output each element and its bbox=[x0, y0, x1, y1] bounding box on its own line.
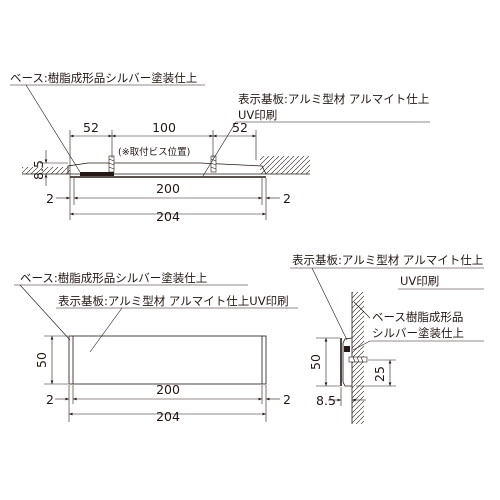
side-clip bbox=[344, 346, 350, 352]
dim-100: 100 bbox=[152, 120, 176, 135]
plate-dark-section bbox=[80, 172, 114, 176]
front-dim-200: 200 bbox=[156, 382, 180, 397]
front-label-plate: 表示基板:アルミ型材 アルマイト仕上UV印刷 bbox=[58, 294, 289, 308]
leader-line bbox=[19, 284, 71, 341]
side-dim-25: 25 bbox=[372, 366, 387, 382]
wall-hatch-right bbox=[260, 156, 310, 174]
dim-52-left: 52 bbox=[83, 120, 99, 135]
front-dim-204: 204 bbox=[156, 409, 180, 424]
side-label-base-line1: ベース樹脂成形品 bbox=[372, 310, 463, 324]
screw-icon bbox=[108, 155, 115, 173]
dim-204: 204 bbox=[156, 209, 180, 224]
dim-2-right: 2 bbox=[283, 191, 291, 206]
leader-line bbox=[25, 84, 81, 173]
screw-icon bbox=[210, 155, 217, 173]
label-base: ベース:樹脂成形品シルバー塗装仕上 bbox=[10, 71, 197, 85]
wall-hatch-left bbox=[22, 167, 70, 174]
screw-position-note: (※取付ビス位置) bbox=[118, 146, 190, 158]
front-dim-2-right: 2 bbox=[283, 392, 291, 407]
dim-2-left: 2 bbox=[46, 191, 54, 206]
label-plate-line1: 表示基板:アルミ型材 アルマイト仕上 bbox=[238, 92, 429, 106]
side-label-plate-line1: 表示基板:アルミ型材 アルマイト仕上 bbox=[292, 253, 483, 267]
label-plate-line2: UV印刷 bbox=[238, 108, 277, 122]
base-outline bbox=[67, 162, 267, 175]
side-screw-icon bbox=[348, 356, 368, 363]
top-view: 52 100 52 (※取付ビス位置) 8.5 2 200 2 204 ベース:… bbox=[10, 71, 430, 224]
front-label-base: ベース:樹脂成形品シルバー塗装仕上 bbox=[20, 271, 207, 285]
side-label-base-line2: シルバー塗装仕上 bbox=[372, 326, 464, 340]
side-dim-8-5: 8.5 bbox=[316, 393, 336, 408]
side-base-profile bbox=[342, 337, 353, 387]
leader-line bbox=[202, 121, 237, 177]
leader-line bbox=[89, 307, 123, 353]
front-base-outline bbox=[68, 335, 267, 385]
dim-8-5: 8.5 bbox=[31, 160, 46, 180]
dim-200: 200 bbox=[156, 181, 180, 196]
side-label-plate-line2: UV印刷 bbox=[400, 274, 439, 288]
dim-52-right: 52 bbox=[232, 120, 248, 135]
leader-line bbox=[311, 267, 348, 341]
front-dim-50: 50 bbox=[34, 352, 49, 368]
front-view: ベース:樹脂成形品シルバー塗装仕上 表示基板:アルミ型材 アルマイト仕上UV印刷… bbox=[14, 271, 298, 424]
side-view: 表示基板:アルミ型材 アルマイト仕上 UV印刷 ベース樹脂成形品 シルバー塗装仕… bbox=[290, 253, 484, 424]
front-dim-2-left: 2 bbox=[46, 392, 54, 407]
side-dim-50: 50 bbox=[308, 354, 323, 370]
